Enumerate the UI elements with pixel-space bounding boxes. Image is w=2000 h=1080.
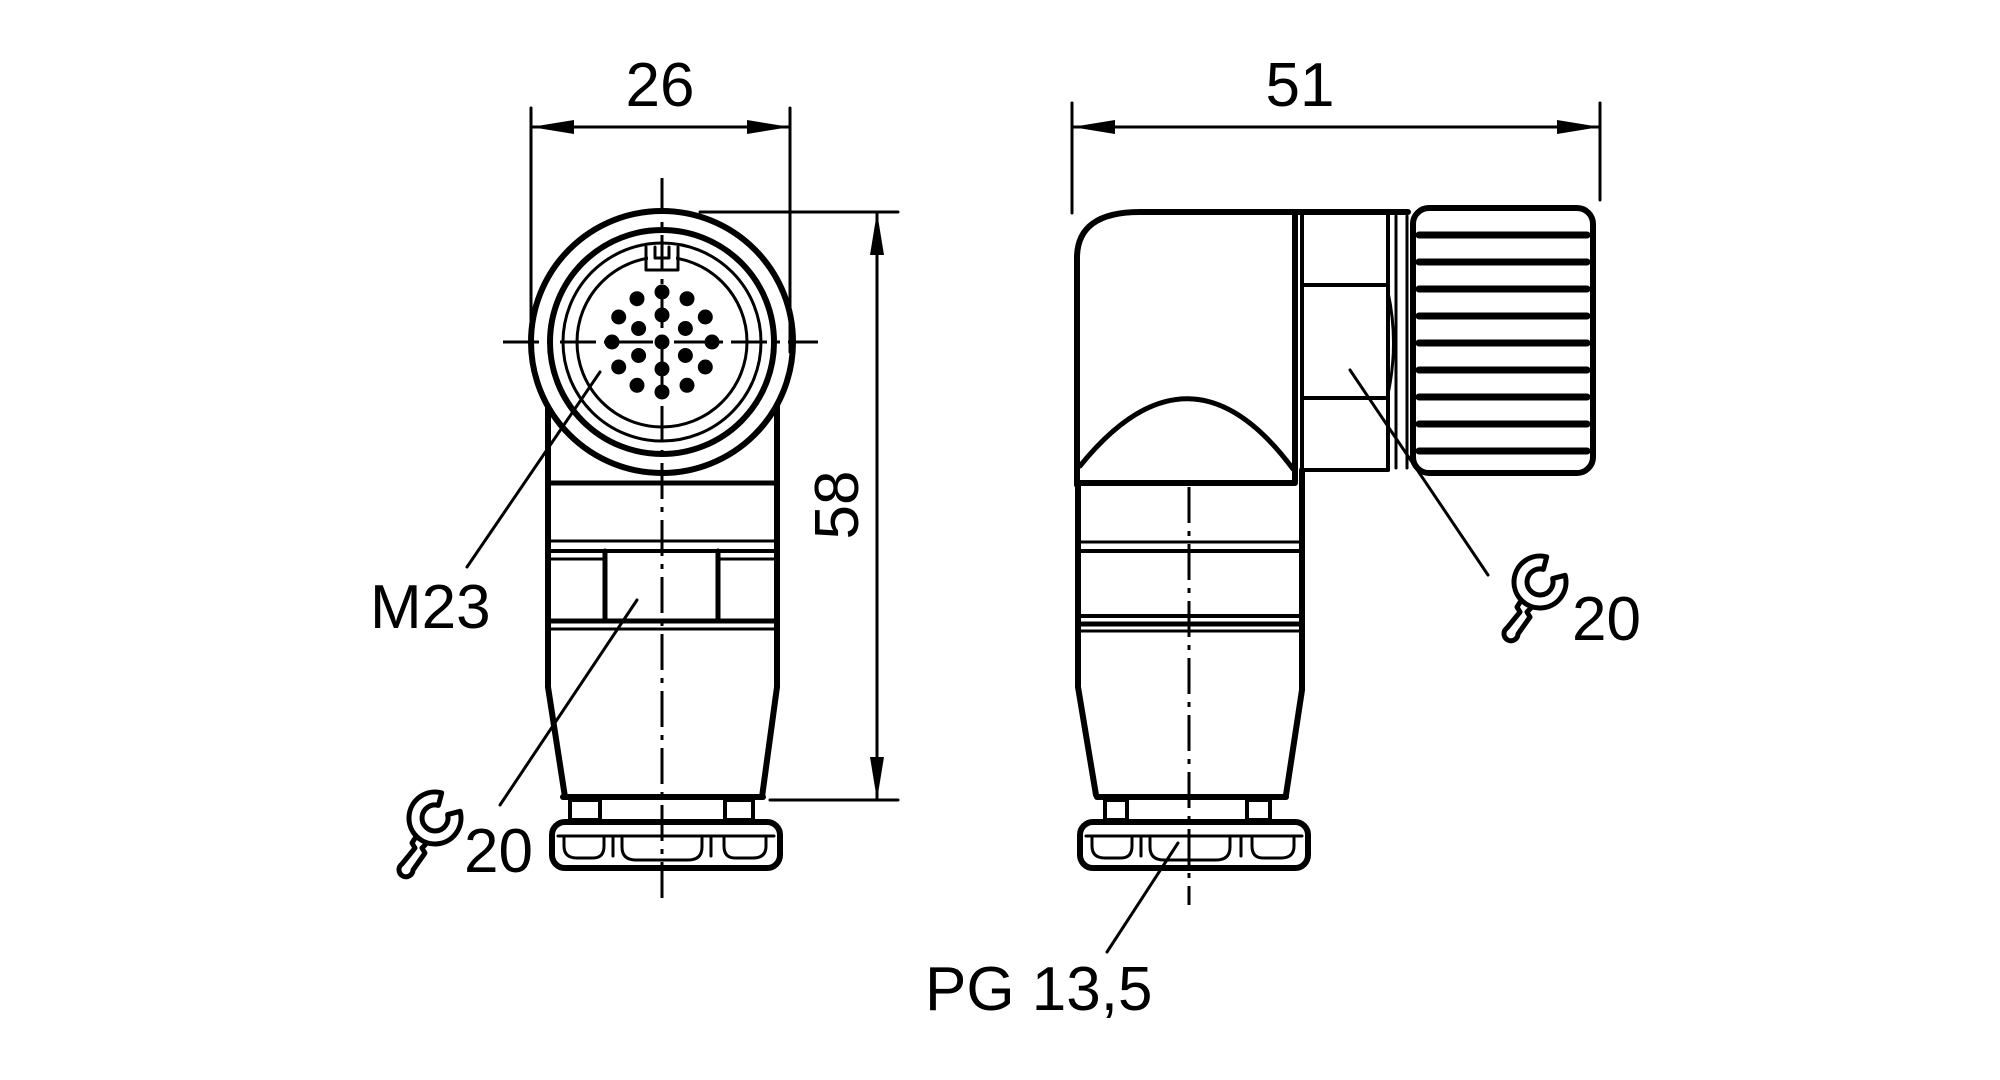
wrench-icon xyxy=(399,792,461,877)
arrowhead-left xyxy=(531,120,574,134)
dimension-text-58: 58 xyxy=(803,471,872,540)
side-gland-foot-left xyxy=(1090,834,1134,860)
front-gland-foot-left xyxy=(562,834,606,860)
front-body-left-edge xyxy=(545,382,568,800)
front-gland-foot-right xyxy=(722,834,768,860)
side-body-left-edge xyxy=(1075,480,1099,798)
side-flange-bulge-arc xyxy=(1386,290,1395,396)
front-neck-tab-right xyxy=(723,798,755,822)
leader-line xyxy=(498,598,639,807)
arrowhead-up xyxy=(870,212,884,255)
front-gland-foot-center xyxy=(620,834,704,862)
arrowhead-left xyxy=(1072,120,1115,134)
side-elbow-outline xyxy=(1074,209,1411,488)
leader-line xyxy=(1105,841,1180,954)
front-neck-tab-left xyxy=(568,798,602,822)
arrowhead-down xyxy=(870,757,884,800)
dimension-text-51: 51 xyxy=(1266,51,1335,120)
wrench-size-text: 20 xyxy=(1572,585,1641,654)
thread-label-text: M23 xyxy=(370,573,491,642)
side-neck-tab-left xyxy=(1103,798,1129,822)
side-gland-nut xyxy=(1077,819,1311,871)
knurl-ribs xyxy=(1415,231,1591,455)
label-wrench-front: 20 xyxy=(399,598,639,886)
leader-line xyxy=(465,370,602,569)
arrowhead-right xyxy=(747,120,790,134)
side-gland-foot-right xyxy=(1250,834,1296,860)
side-view xyxy=(1074,205,1596,871)
front-body-right-edge xyxy=(759,382,780,800)
dimension-text-26: 26 xyxy=(626,51,695,120)
dimension-front-height: 58 xyxy=(698,210,900,802)
label-cable-gland: PG 13,5 xyxy=(925,841,1180,1024)
leader-line xyxy=(1348,368,1490,577)
wrench-size-text: 20 xyxy=(464,817,533,886)
pin-dots xyxy=(604,284,720,400)
dimension-front-width: 26 xyxy=(529,51,792,354)
side-neck-tab-right xyxy=(1245,798,1272,822)
label-wrench-side: 20 xyxy=(1348,368,1641,654)
arrowhead-right xyxy=(1557,120,1600,134)
dimension-side-width: 51 xyxy=(1070,51,1602,215)
front-gland-nut xyxy=(549,819,783,871)
centerlines xyxy=(503,178,1191,905)
side-elbow-dome-arc xyxy=(1077,396,1296,472)
label-thread: M23 xyxy=(370,370,602,642)
wrench-icon xyxy=(1504,556,1566,641)
gland-label-text: PG 13,5 xyxy=(925,955,1152,1024)
